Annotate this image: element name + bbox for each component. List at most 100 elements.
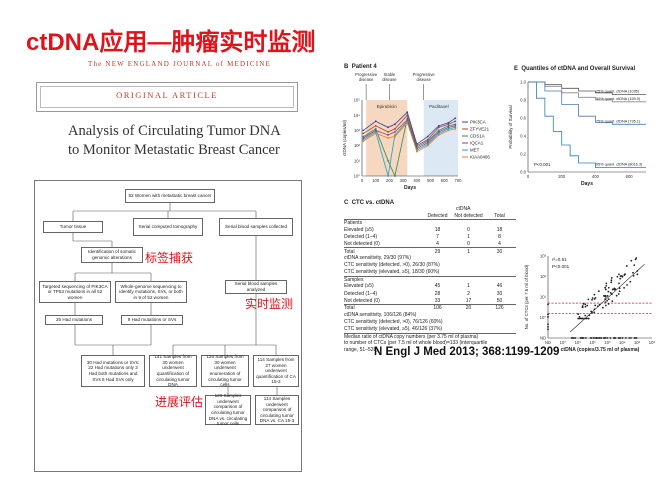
series-point — [387, 131, 389, 133]
scatter-point — [584, 317, 586, 320]
y-tick-label: 10⁰ — [540, 315, 547, 320]
y-tick-label: 10¹ — [540, 295, 547, 300]
scatter-point — [605, 282, 608, 285]
panel-c-label: C CTC vs. ctDNA — [344, 200, 394, 206]
series-point — [437, 124, 440, 127]
scatter-point-nd — [606, 337, 609, 339]
panel-e-letter: E — [514, 66, 519, 72]
table-row: Median ratio of ctDNA copy numbers (per … — [344, 332, 516, 340]
series-point — [394, 127, 396, 130]
panel-e-label: E Quantiles of ctDNA and Overall Surviva… — [514, 66, 635, 72]
scatter-point-nd — [633, 337, 636, 339]
y-tick-label: 0.4 — [520, 134, 526, 139]
scatter-point-nd — [547, 303, 549, 306]
table-cell: Elevated (≥5) — [344, 226, 374, 233]
legend-label: KIAA0406 — [470, 155, 490, 160]
x-tick-label: 700 — [455, 178, 463, 183]
table-header-cell: Total — [494, 212, 505, 219]
scatter-point — [607, 290, 610, 293]
scatter-point-nd — [571, 337, 574, 339]
article-section-label: ORIGINAL ARTICLE — [116, 90, 218, 100]
scatter-point — [632, 271, 634, 274]
flow-box-targeted: Targeted sequencing of PIK3CA or TP53 mu… — [39, 281, 111, 303]
series-point — [426, 144, 429, 147]
scatter-point — [610, 277, 613, 279]
table-cell: 20 — [465, 305, 472, 312]
x-tick-label: 600 — [626, 174, 634, 179]
series-point — [447, 121, 450, 124]
scatter-point-nd — [609, 337, 612, 339]
table-cell: 0 — [467, 226, 470, 233]
series-point — [387, 175, 389, 177]
table-cell: Median ratio of ctDNA copy numbers (per … — [344, 333, 479, 340]
series-point — [406, 120, 409, 123]
table-cell: Not detected (0) — [344, 297, 380, 304]
table-cell: to number of CTCs (per 7.5 ml of whole b… — [344, 340, 488, 347]
scatter-point — [591, 297, 594, 299]
series-point — [374, 131, 377, 133]
table-cell: 17 — [465, 297, 472, 304]
table-cell: Samples — [344, 276, 364, 283]
table-row: range, 51–528) — [344, 347, 516, 354]
article-title: Analysis of Circulating Tumor DNA to Mon… — [68, 122, 308, 160]
phase-label-line1: Progressive — [355, 72, 378, 77]
y-tick-label: 10⁵ — [354, 98, 361, 103]
scatter-point — [618, 282, 620, 285]
scatter-point — [609, 292, 612, 294]
table-cell: CTC sensitivity (elevated, ≥5), 46/126 (… — [344, 326, 443, 333]
scatter-point — [633, 264, 636, 267]
y-tick-label: ND — [540, 336, 546, 341]
flow-box-cmp2: 114 Samples underwent comparison of circ… — [255, 395, 299, 425]
treatment-label-epirubicin: Epirubicin — [377, 104, 398, 109]
scatter-point — [587, 298, 590, 301]
phase-label-line1: Progressive — [413, 72, 436, 77]
y-axis-label: ctDNA (copies/ml) — [342, 119, 347, 156]
series-point — [374, 127, 377, 130]
series-point — [374, 120, 377, 123]
y-tick-label: 10⁰ — [354, 174, 361, 179]
table-cell: Patients — [344, 220, 363, 227]
x-tick-label: 200 — [558, 174, 566, 179]
scatter-point — [581, 306, 584, 309]
scatter-point — [634, 258, 637, 261]
scatter-point — [606, 299, 608, 302]
series-point — [387, 137, 389, 139]
treatment-band — [366, 100, 408, 176]
scatter-point — [593, 298, 596, 300]
panel-b-letter: B — [344, 64, 349, 70]
table-cell: 0 — [467, 240, 470, 247]
table-cell: 33 — [434, 297, 441, 304]
series-point — [362, 135, 365, 138]
scatter-point — [601, 306, 604, 309]
series-point — [394, 175, 396, 177]
scatter-point — [611, 288, 614, 291]
scatter-point — [632, 274, 635, 277]
scatter-point — [593, 308, 596, 311]
scatter-point — [587, 317, 589, 320]
x-tick-label: 10² — [590, 340, 597, 345]
table-group-header: ctDNA — [456, 206, 471, 212]
scatter-point-nd — [547, 328, 549, 331]
scatter-point — [582, 302, 585, 305]
scatter-point — [607, 298, 610, 301]
scatter-point-nd — [595, 337, 598, 339]
scatter-point — [610, 281, 613, 284]
p-annotation: P<0.001 — [552, 264, 570, 269]
scatter-point-nd — [600, 337, 603, 339]
x-tick-label: 10⁰ — [560, 340, 567, 345]
x-tick-label: 600 — [441, 178, 449, 183]
y-tick-label: 10⁴ — [354, 113, 361, 118]
series-point — [437, 131, 440, 133]
series-point — [447, 126, 450, 129]
scatter-point — [623, 274, 626, 276]
table-cell: range, 51–528) — [344, 347, 378, 354]
table-row: ctDNA sensitivity, 106/126 (84%) — [344, 311, 516, 318]
series-point — [362, 140, 365, 142]
scatter-point — [585, 317, 588, 320]
scatter-point — [606, 295, 609, 297]
